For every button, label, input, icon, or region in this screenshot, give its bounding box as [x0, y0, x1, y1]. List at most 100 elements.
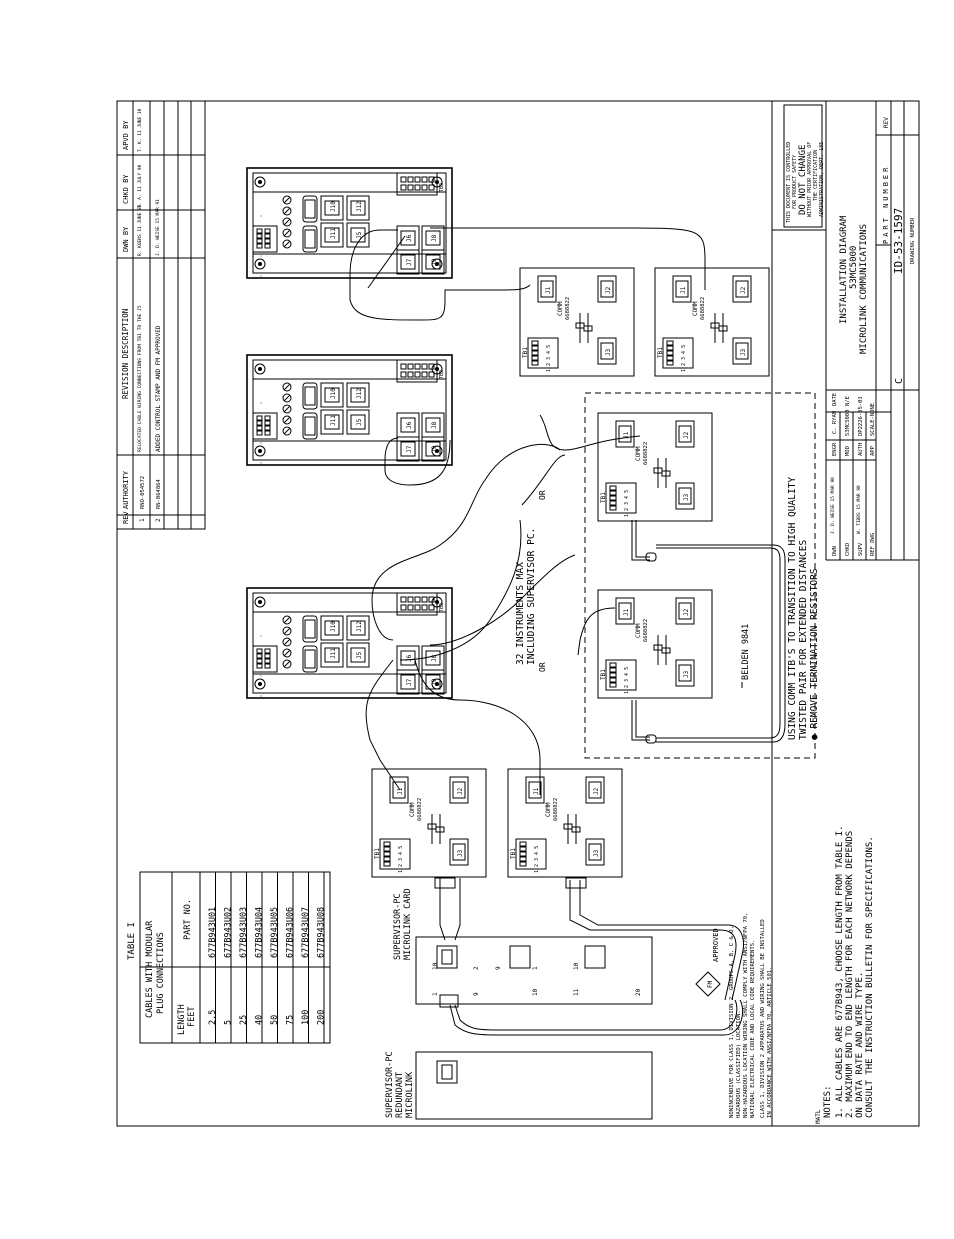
- drawing-title: INSTALLATION DIAGRAM 53MC5000 MICROLINK …: [839, 215, 869, 354]
- scale-value: SCALE-NONE: [870, 403, 876, 436]
- comm-label: COMM: [545, 802, 552, 817]
- jack-j6[interactable]: J6: [397, 413, 419, 437]
- jack-label: J9: [431, 445, 438, 453]
- comm-jack-j2[interactable]: J2: [598, 276, 616, 302]
- comm-jack-j1[interactable]: J1: [526, 777, 544, 803]
- table-subtitle-1: CABLES WITH MODULAR: [145, 920, 155, 1018]
- jack-label: J8: [431, 421, 438, 429]
- jack-label: J10: [330, 201, 337, 212]
- instruments-note: 32 INSTRUMENTS MAX INCLUDING SUPERVISOR …: [515, 528, 537, 665]
- comm-jack-label: J1: [623, 608, 630, 616]
- jack-label: J11: [330, 228, 337, 239]
- tb1-pins: 1 2 3 4 5: [624, 667, 630, 694]
- table-i: TABLE I CABLES WITH MODULAR PLUG CONNECT…: [127, 872, 330, 1043]
- comm-jack-label: J3: [683, 670, 690, 678]
- jack-j12[interactable]: J12: [347, 383, 369, 407]
- comm-part-number: 6688822: [565, 297, 571, 320]
- comm-jack-j1[interactable]: J1: [538, 276, 556, 302]
- comm-jack-j3[interactable]: J3: [598, 338, 616, 364]
- tb1-pins: 1 2 3 4 5: [681, 345, 687, 372]
- jack-j8[interactable]: J8: [422, 226, 444, 250]
- comm-jack-j3[interactable]: J3: [676, 483, 694, 509]
- card-pin-label: 9: [473, 992, 480, 996]
- jack-j6[interactable]: J6: [397, 226, 419, 250]
- comm-jack-j1[interactable]: J1: [616, 421, 634, 447]
- comm-jack-label: J2: [593, 787, 600, 795]
- table-cell-length: 25: [239, 1015, 249, 1025]
- comm-jack-j2[interactable]: J2: [586, 777, 604, 803]
- jack-label: J10: [330, 388, 337, 399]
- dwn-header: DWN BY: [122, 226, 130, 252]
- table-cell-length: 40: [255, 1015, 265, 1025]
- tb1-pins: 1 2 3 4 5: [624, 490, 630, 517]
- jack-j12[interactable]: J12: [347, 616, 369, 640]
- comm-jack-j1[interactable]: J1: [673, 276, 691, 302]
- jack-j11[interactable]: J11: [321, 410, 343, 434]
- comm-jack-j3[interactable]: J3: [733, 338, 751, 364]
- table-subtitle-2: PLUG CONNECTIONS: [156, 932, 166, 1014]
- jack-j10[interactable]: J10: [321, 383, 343, 407]
- comm-jack-j1[interactable]: J1: [616, 598, 634, 624]
- comm-jack-label: J3: [457, 849, 464, 857]
- instruments-line-2: INCLUDING SUPERVISOR PC.: [526, 528, 537, 665]
- redundant-line-1: SUPERVISOR-PC: [385, 1051, 395, 1118]
- comm-jack-j2[interactable]: J2: [450, 777, 468, 803]
- supv-value: W. TIBBS 15 MAR 90: [856, 485, 862, 534]
- jack-j5[interactable]: J5: [347, 223, 369, 247]
- apvd-header: APVD BY: [122, 120, 130, 150]
- col-length-1: LENGTH: [177, 1004, 187, 1035]
- jack-j5[interactable]: J5: [347, 643, 369, 667]
- comm-jack-j2[interactable]: J2: [676, 421, 694, 447]
- table-cell-part: 677B943U06: [286, 907, 296, 958]
- comm-jack-j2[interactable]: J2: [733, 276, 751, 302]
- or-label-upper: OR: [538, 490, 547, 500]
- comm-jack-j3[interactable]: J3: [586, 839, 604, 865]
- mod-value: 53MC5000: [845, 410, 851, 437]
- table-cell-length: 100: [301, 1010, 311, 1025]
- table-cell-length: 200: [317, 1010, 327, 1025]
- tb1-pins: 1 2 3 4 5: [534, 846, 540, 873]
- comm-jack-j3[interactable]: J3: [450, 839, 468, 865]
- jack-label: J9: [431, 258, 438, 266]
- jack-j6[interactable]: J6: [397, 646, 419, 670]
- svg-text:OR: OR: [538, 490, 547, 500]
- card-pin-label: 2: [473, 966, 480, 970]
- comm-jack-label: J2: [605, 286, 612, 294]
- comm-jack-j3[interactable]: J3: [676, 660, 694, 686]
- control-note-line-6: ADMINISTRATION, DEPT. 185: [819, 142, 825, 217]
- jack-j11[interactable]: J11: [321, 643, 343, 667]
- comm-jack-label: J1: [397, 787, 404, 795]
- jack-j12[interactable]: J12: [347, 196, 369, 220]
- comm-jack-j2[interactable]: J2: [676, 598, 694, 624]
- jack-j5[interactable]: J5: [347, 410, 369, 434]
- drawing-title-line-2: 53MC5000: [849, 246, 859, 289]
- jack-label: J6: [406, 234, 413, 242]
- rev-2-description: ADDED CONTROL STAMP AND FM APPROVED: [155, 325, 162, 452]
- supv-label: SUPV: [858, 542, 864, 556]
- jack-label: J10: [330, 621, 337, 632]
- drawing-title-line-1: INSTALLATION DIAGRAM: [839, 215, 849, 324]
- chkd-label: CHKD: [845, 543, 851, 556]
- nvt-label: N/E: [845, 396, 851, 406]
- card-pin-label: 10: [573, 962, 580, 970]
- jack-label: J8: [431, 234, 438, 242]
- rev-2-number: 2: [155, 518, 162, 522]
- jack-j10[interactable]: J10: [321, 616, 343, 640]
- card-pin-label: 11: [573, 988, 580, 996]
- comm-jack-j1[interactable]: J1: [390, 777, 408, 803]
- chkd-header: CHKD BY: [122, 174, 130, 204]
- jack-label: J6: [406, 421, 413, 429]
- approval-line: IN ACCORDANCE WITH ANSI/NFPA 70, ARTICLE…: [767, 966, 773, 1118]
- jack-j11[interactable]: J11: [321, 223, 343, 247]
- jack-j10[interactable]: J10: [321, 196, 343, 220]
- jack-j8[interactable]: J8: [422, 413, 444, 437]
- comm-jack-label: J2: [457, 787, 464, 795]
- dwn-value: J. D. WEISE 15 MAR 90: [830, 477, 836, 534]
